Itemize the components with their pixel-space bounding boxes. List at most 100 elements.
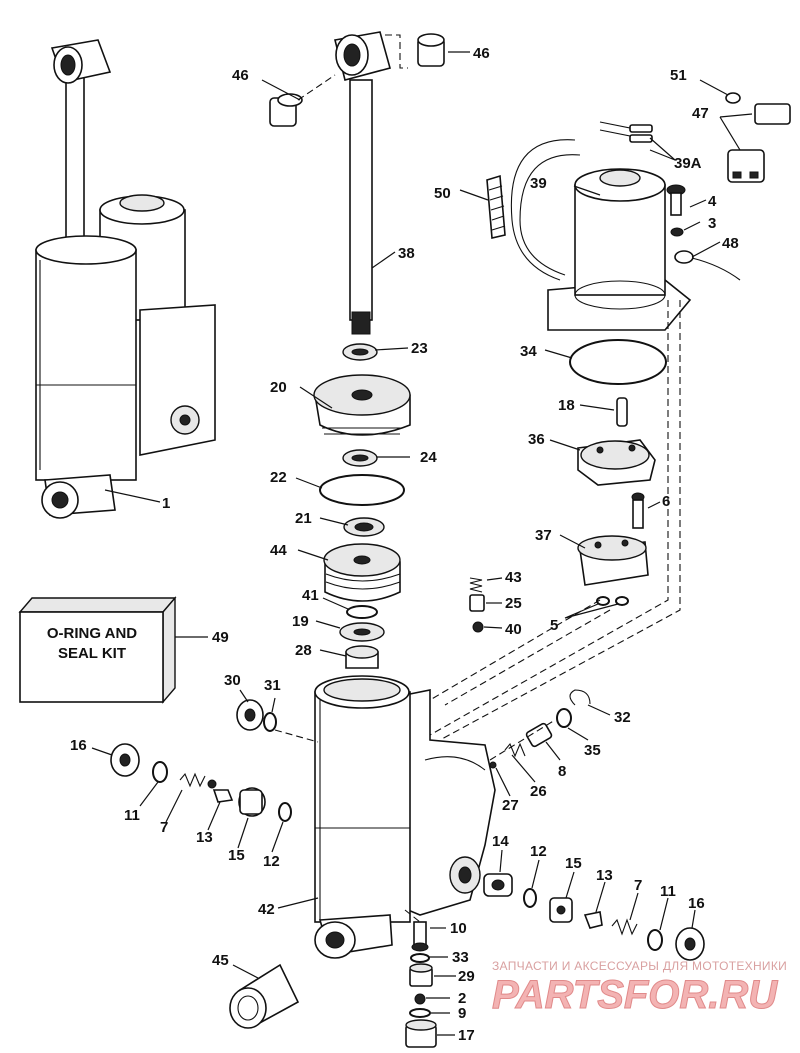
- screw-4: [666, 184, 686, 216]
- fitting-10: [411, 921, 429, 952]
- dashed-assembly-lines: [274, 34, 681, 923]
- piston-rod-38: [334, 31, 391, 335]
- motor-39: [510, 139, 692, 331]
- label-12-left: 12: [263, 853, 280, 870]
- watermark-tagline: ЗАПЧАСТИ И АКСЕССУАРЫ ДЛЯ МОТОТЕХНИКИ: [492, 959, 787, 973]
- plug-30: [236, 699, 264, 731]
- label-50: 50: [434, 185, 451, 202]
- assembled-trim-unit: [35, 39, 216, 519]
- poppet-13-left: [212, 789, 234, 803]
- label-11-left: 11: [124, 807, 140, 824]
- terminal-51: [725, 92, 741, 104]
- ring-21: [343, 517, 385, 537]
- label-9: 9: [458, 1005, 466, 1022]
- label-33: 33: [452, 949, 469, 966]
- oring-22: [319, 474, 405, 506]
- bushing-46-left: [269, 93, 303, 127]
- label-20: 20: [270, 379, 287, 396]
- ball-2: [414, 993, 426, 1005]
- valve-15-right: [549, 897, 573, 923]
- clip-32: [569, 689, 591, 706]
- label-45: 45: [212, 952, 229, 969]
- valve-14: [483, 873, 513, 897]
- piston-44: [323, 543, 401, 602]
- label-48: 48: [722, 235, 739, 252]
- terminals-39A: [599, 121, 653, 143]
- oring-9: [409, 1008, 431, 1018]
- spring-43: [469, 577, 483, 593]
- label-11-right: 11: [660, 883, 676, 900]
- label-12-right: 12: [530, 843, 547, 860]
- label-7-left: 7: [160, 819, 168, 836]
- label-8: 8: [558, 763, 566, 780]
- label-6: 6: [662, 493, 670, 510]
- label-16-left: 16: [70, 737, 87, 754]
- cylinder-42: [314, 675, 496, 959]
- label-31: 31: [264, 677, 281, 694]
- spring-7-left: [179, 772, 217, 789]
- label-35: 35: [584, 742, 601, 759]
- label-5: 5: [550, 617, 558, 634]
- label-15-right: 15: [565, 855, 582, 872]
- seal-24: [342, 449, 378, 467]
- label-29: 29: [458, 968, 475, 985]
- label-13-right: 13: [596, 867, 613, 884]
- spring-7-right: [611, 918, 638, 936]
- label-49: 49: [212, 629, 229, 646]
- label-22: 22: [270, 469, 287, 486]
- label-25: 25: [505, 595, 522, 612]
- pin-18: [616, 397, 628, 427]
- poppet-13-right: [583, 911, 603, 929]
- label-34: 34: [520, 343, 537, 360]
- part-labels: 1 46 46 38 23 20 24 22 21 44 41 19 28 49…: [70, 45, 739, 1044]
- pump-36: [577, 439, 656, 486]
- label-44: 44: [270, 542, 287, 559]
- label-46-left: 46: [232, 67, 249, 84]
- leader-lines: [91, 51, 753, 1036]
- label-24: 24: [420, 449, 437, 466]
- sleeve-45: [229, 963, 300, 1029]
- seal-kit-line2: SEAL KIT: [58, 645, 126, 662]
- label-28: 28: [295, 642, 312, 659]
- nut-28: [345, 645, 379, 669]
- label-7-right: 7: [634, 877, 642, 894]
- cap-20: [313, 374, 411, 436]
- label-23: 23: [411, 340, 428, 357]
- oring-31: [263, 712, 277, 732]
- watermark-logo: PARTSFOR.RU: [492, 973, 778, 1017]
- label-2: 2: [458, 990, 466, 1007]
- label-41: 41: [302, 587, 319, 604]
- oring-41: [346, 605, 378, 619]
- label-26: 26: [530, 783, 547, 800]
- seal-kit-box: [18, 596, 177, 704]
- label-36: 36: [528, 431, 545, 448]
- bushing-46-right: [417, 33, 445, 67]
- label-30: 30: [224, 672, 241, 689]
- cap-29: [409, 963, 433, 987]
- oring-12-right: [523, 888, 537, 908]
- connector-47: [727, 103, 791, 183]
- washer-3: [670, 227, 684, 237]
- oring-33: [410, 953, 430, 963]
- filter-8: [525, 722, 553, 748]
- valve-15-left: [238, 787, 266, 817]
- label-3: 3: [708, 215, 716, 232]
- oring-34: [569, 339, 667, 385]
- label-14: 14: [492, 833, 509, 850]
- plug-16-right: [675, 927, 705, 961]
- washer-19: [339, 622, 385, 642]
- valve-25: [469, 594, 485, 612]
- label-27: 27: [502, 797, 519, 814]
- ball-27: [489, 761, 497, 769]
- oring-11-left: [152, 761, 168, 783]
- label-43: 43: [505, 569, 522, 586]
- label-4: 4: [708, 193, 717, 210]
- label-21: 21: [295, 510, 312, 527]
- plug-17: [405, 1019, 437, 1048]
- label-10: 10: [450, 920, 467, 937]
- wire-50: [486, 174, 506, 239]
- label-42: 42: [258, 901, 275, 918]
- label-39A: 39A: [674, 155, 702, 172]
- oring-12-left: [278, 802, 292, 822]
